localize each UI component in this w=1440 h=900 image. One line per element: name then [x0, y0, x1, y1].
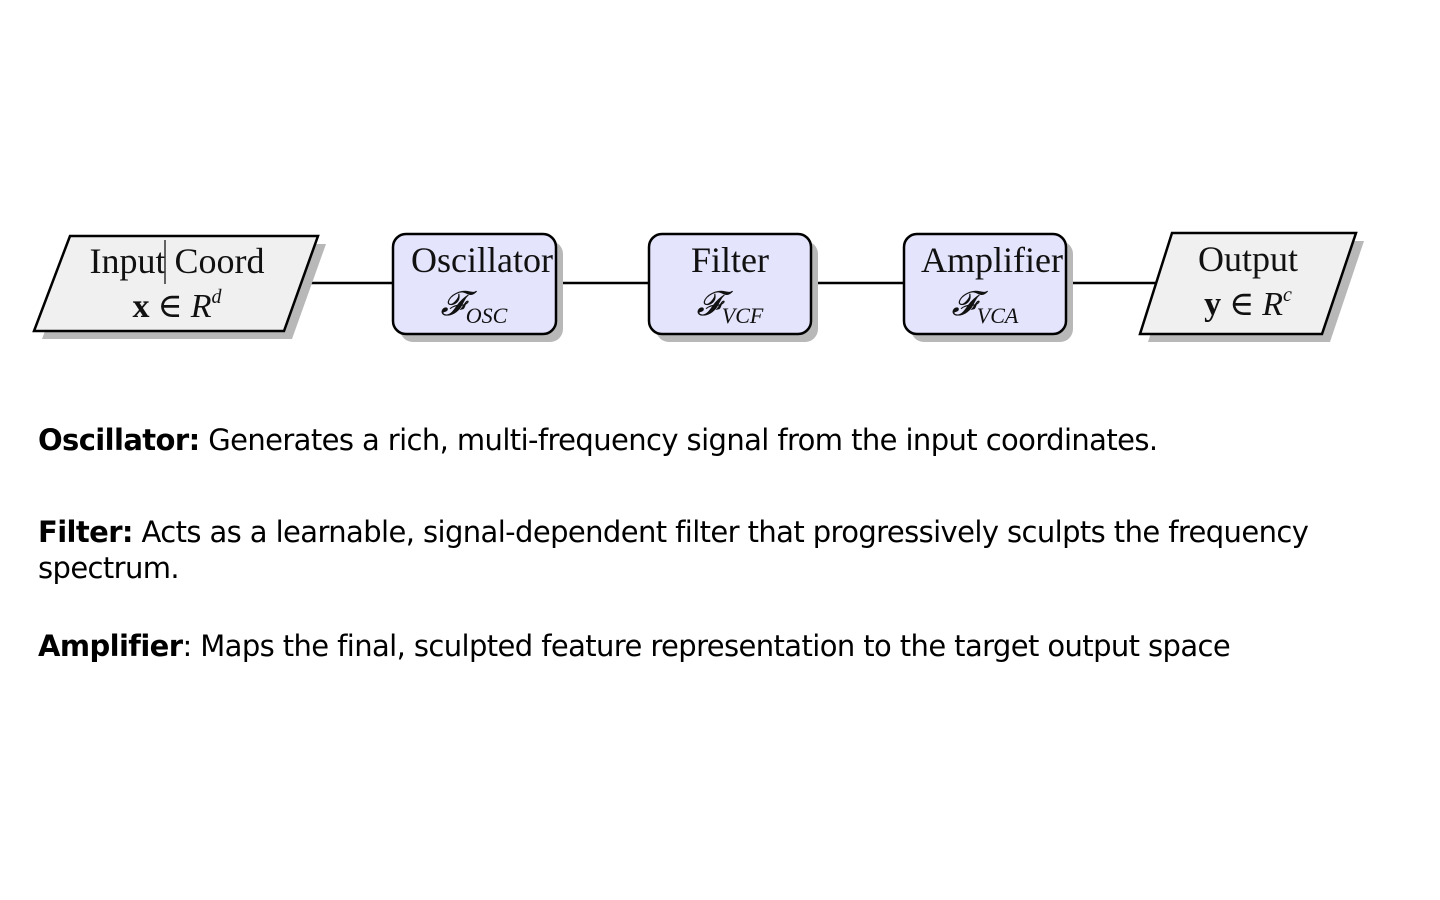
node-oscillator: Oscillator 𝓕OSC: [391, 232, 563, 342]
description-text: Acts as a learnable, signal-dependent fi…: [38, 515, 1309, 585]
pipeline-diagram: Input Coord x∈Rd Oscillator 𝓕OSC Filter …: [32, 231, 1364, 342]
node-oscillator-title: Oscillator: [411, 240, 553, 280]
node-amplifier: Amplifier 𝓕VCA: [902, 232, 1073, 342]
node-amplifier-shape: [902, 232, 1068, 336]
description-term: Oscillator:: [38, 423, 200, 457]
node-filter-shape: [647, 232, 813, 336]
description-filter: Filter: Acts as a learnable, signal-depe…: [38, 514, 1408, 586]
node-amplifier-title: Amplifier: [921, 240, 1063, 280]
node-output-title: Output: [1198, 239, 1298, 279]
node-filter: Filter 𝓕VCF: [647, 232, 818, 342]
description-oscillator: Oscillator: Generates a rich, multi-freq…: [38, 422, 1408, 458]
description-text: : Maps the final, sculpted feature repre…: [182, 629, 1231, 663]
description-term: Filter:: [38, 515, 134, 549]
node-output: Output y∈Rc: [1138, 231, 1364, 342]
description-text: Generates a rich, multi-frequency signal…: [199, 423, 1158, 457]
node-oscillator-shape: [391, 232, 558, 336]
node-output-shape: [1138, 231, 1358, 336]
node-input-math: x∈Rd: [133, 286, 223, 325]
description-amplifier: Amplifier: Maps the final, sculpted feat…: [38, 628, 1408, 664]
node-filter-title: Filter: [691, 240, 769, 280]
node-input-shape: [32, 234, 320, 333]
node-output-math: y∈Rc: [1204, 284, 1292, 323]
node-input: Input Coord x∈Rd: [32, 234, 326, 339]
description-term: Amplifier: [38, 629, 183, 663]
node-input-title: Input Coord: [90, 241, 265, 281]
